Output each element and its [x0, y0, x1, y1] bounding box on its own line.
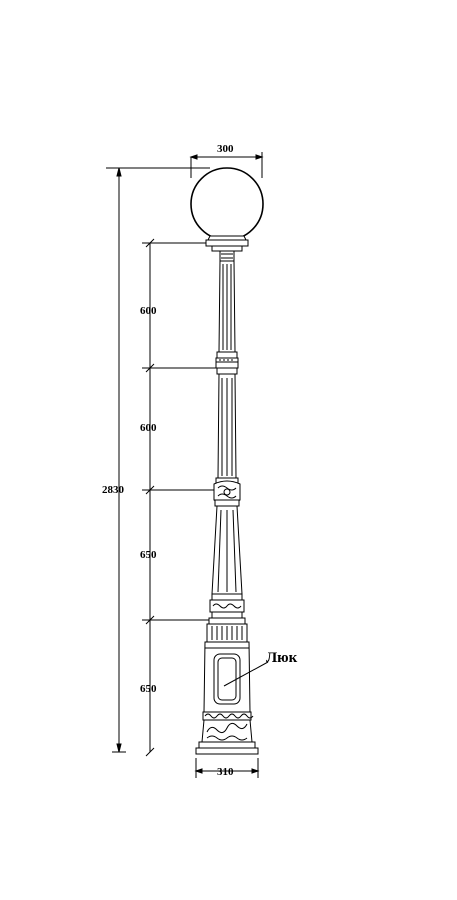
- section-upper-label: 600: [140, 422, 157, 434]
- section-base-label: 650: [140, 683, 157, 695]
- total-height-label: 2830: [102, 484, 125, 496]
- hatch-label: Люк: [266, 650, 298, 666]
- middle-pole: [213, 373, 241, 507]
- hatch-panel: [213, 653, 241, 705]
- globe-lamp: [190, 167, 264, 252]
- hatch-leader-line: [223, 661, 269, 687]
- upper-pole: [215, 250, 239, 375]
- base-width-label: 310: [217, 766, 234, 778]
- pole-base: [195, 617, 259, 755]
- globe-diameter-label: 300: [217, 143, 234, 155]
- section-top-label: 600: [140, 305, 157, 317]
- dimension-lines: [106, 152, 264, 778]
- section-lower-label: 650: [140, 549, 157, 561]
- lower-pole: [209, 505, 245, 619]
